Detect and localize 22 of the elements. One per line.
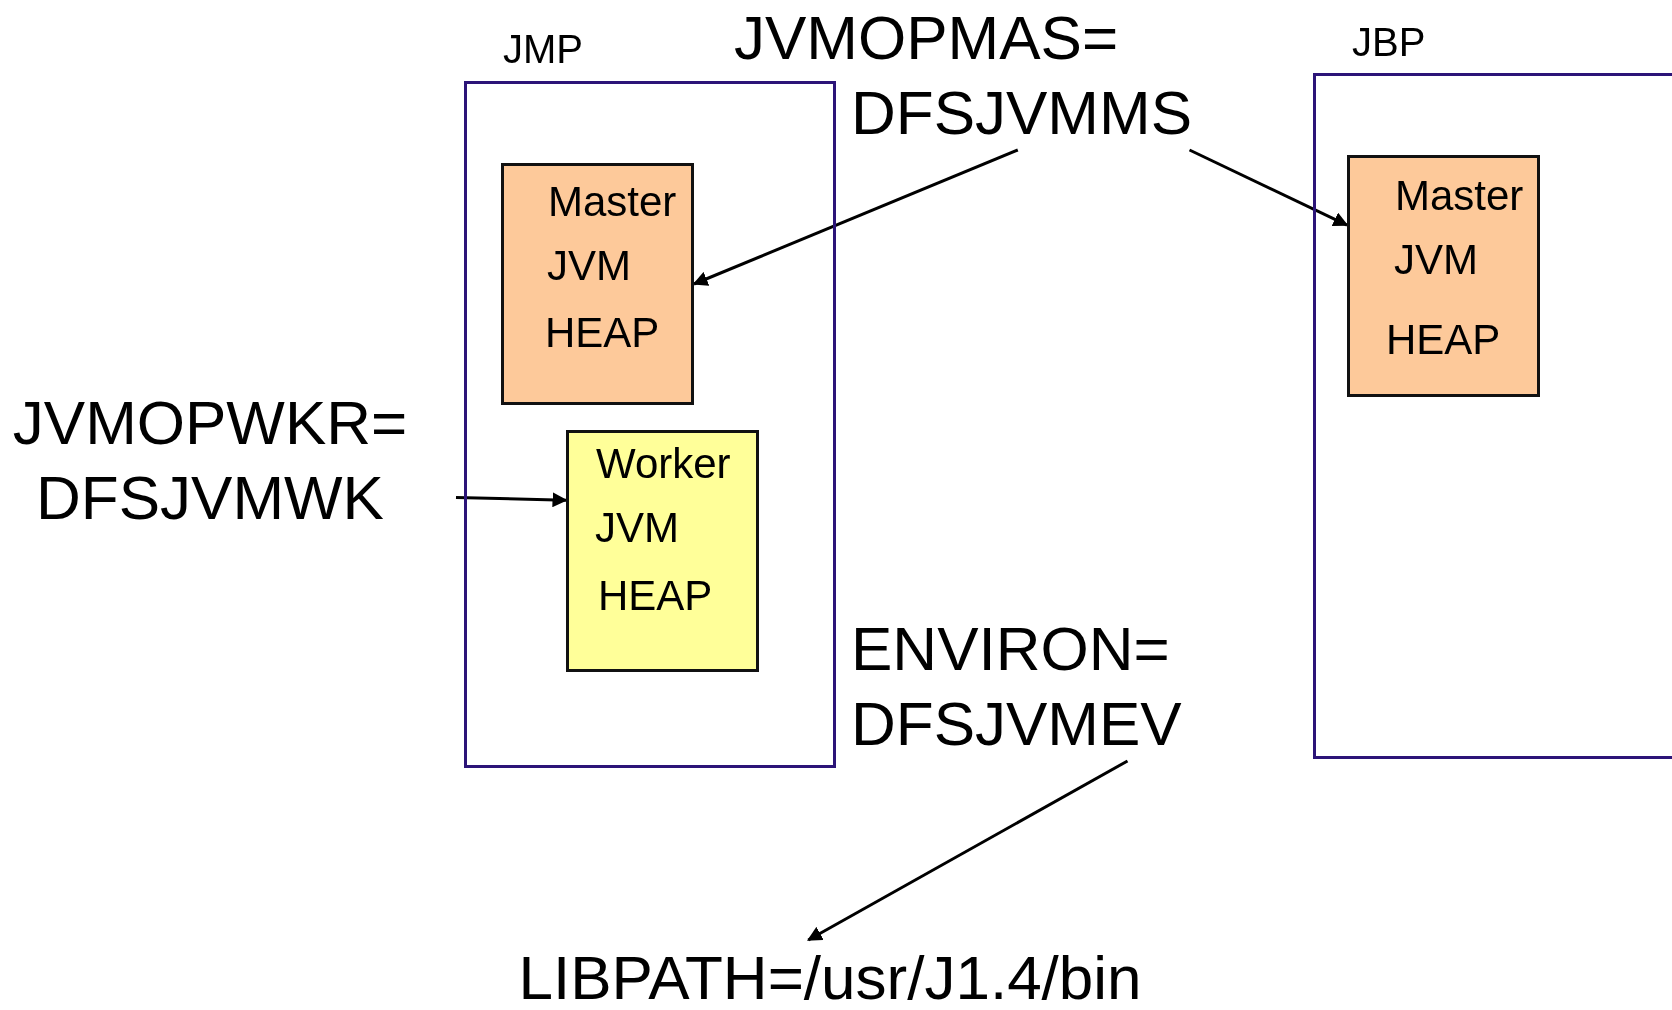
arrow bbox=[1188, 148, 1349, 227]
heap-box bbox=[566, 430, 759, 672]
arrow bbox=[455, 492, 568, 508]
heap-label: JVM bbox=[547, 245, 631, 287]
heap-box bbox=[501, 163, 694, 405]
parameter-text: ENVIRON= DFSJVMEV bbox=[851, 611, 1201, 761]
heap-label: JVM bbox=[1394, 239, 1478, 281]
heap-label: Master bbox=[1395, 175, 1524, 217]
parameter-text: JVMOPWKR= DFSJVMWK bbox=[10, 385, 456, 535]
heap-label: Worker bbox=[596, 443, 731, 485]
region-label: JMP bbox=[503, 29, 583, 69]
arrow bbox=[807, 759, 1129, 942]
heap-label: HEAP bbox=[598, 575, 713, 617]
parameter-text: JVMOPMAS= DFSJVMMS bbox=[734, 0, 1211, 150]
heap-label: JVM bbox=[595, 507, 679, 549]
parameter-text: LIBPATH=/usr/J1.4/bin bbox=[480, 940, 1180, 1010]
arrow bbox=[692, 148, 1019, 286]
region-label: JBP bbox=[1352, 22, 1426, 62]
heap-label: Master bbox=[548, 181, 677, 223]
heap-label: HEAP bbox=[545, 312, 660, 354]
heap-label: HEAP bbox=[1386, 319, 1501, 361]
heap-box bbox=[1347, 155, 1540, 397]
